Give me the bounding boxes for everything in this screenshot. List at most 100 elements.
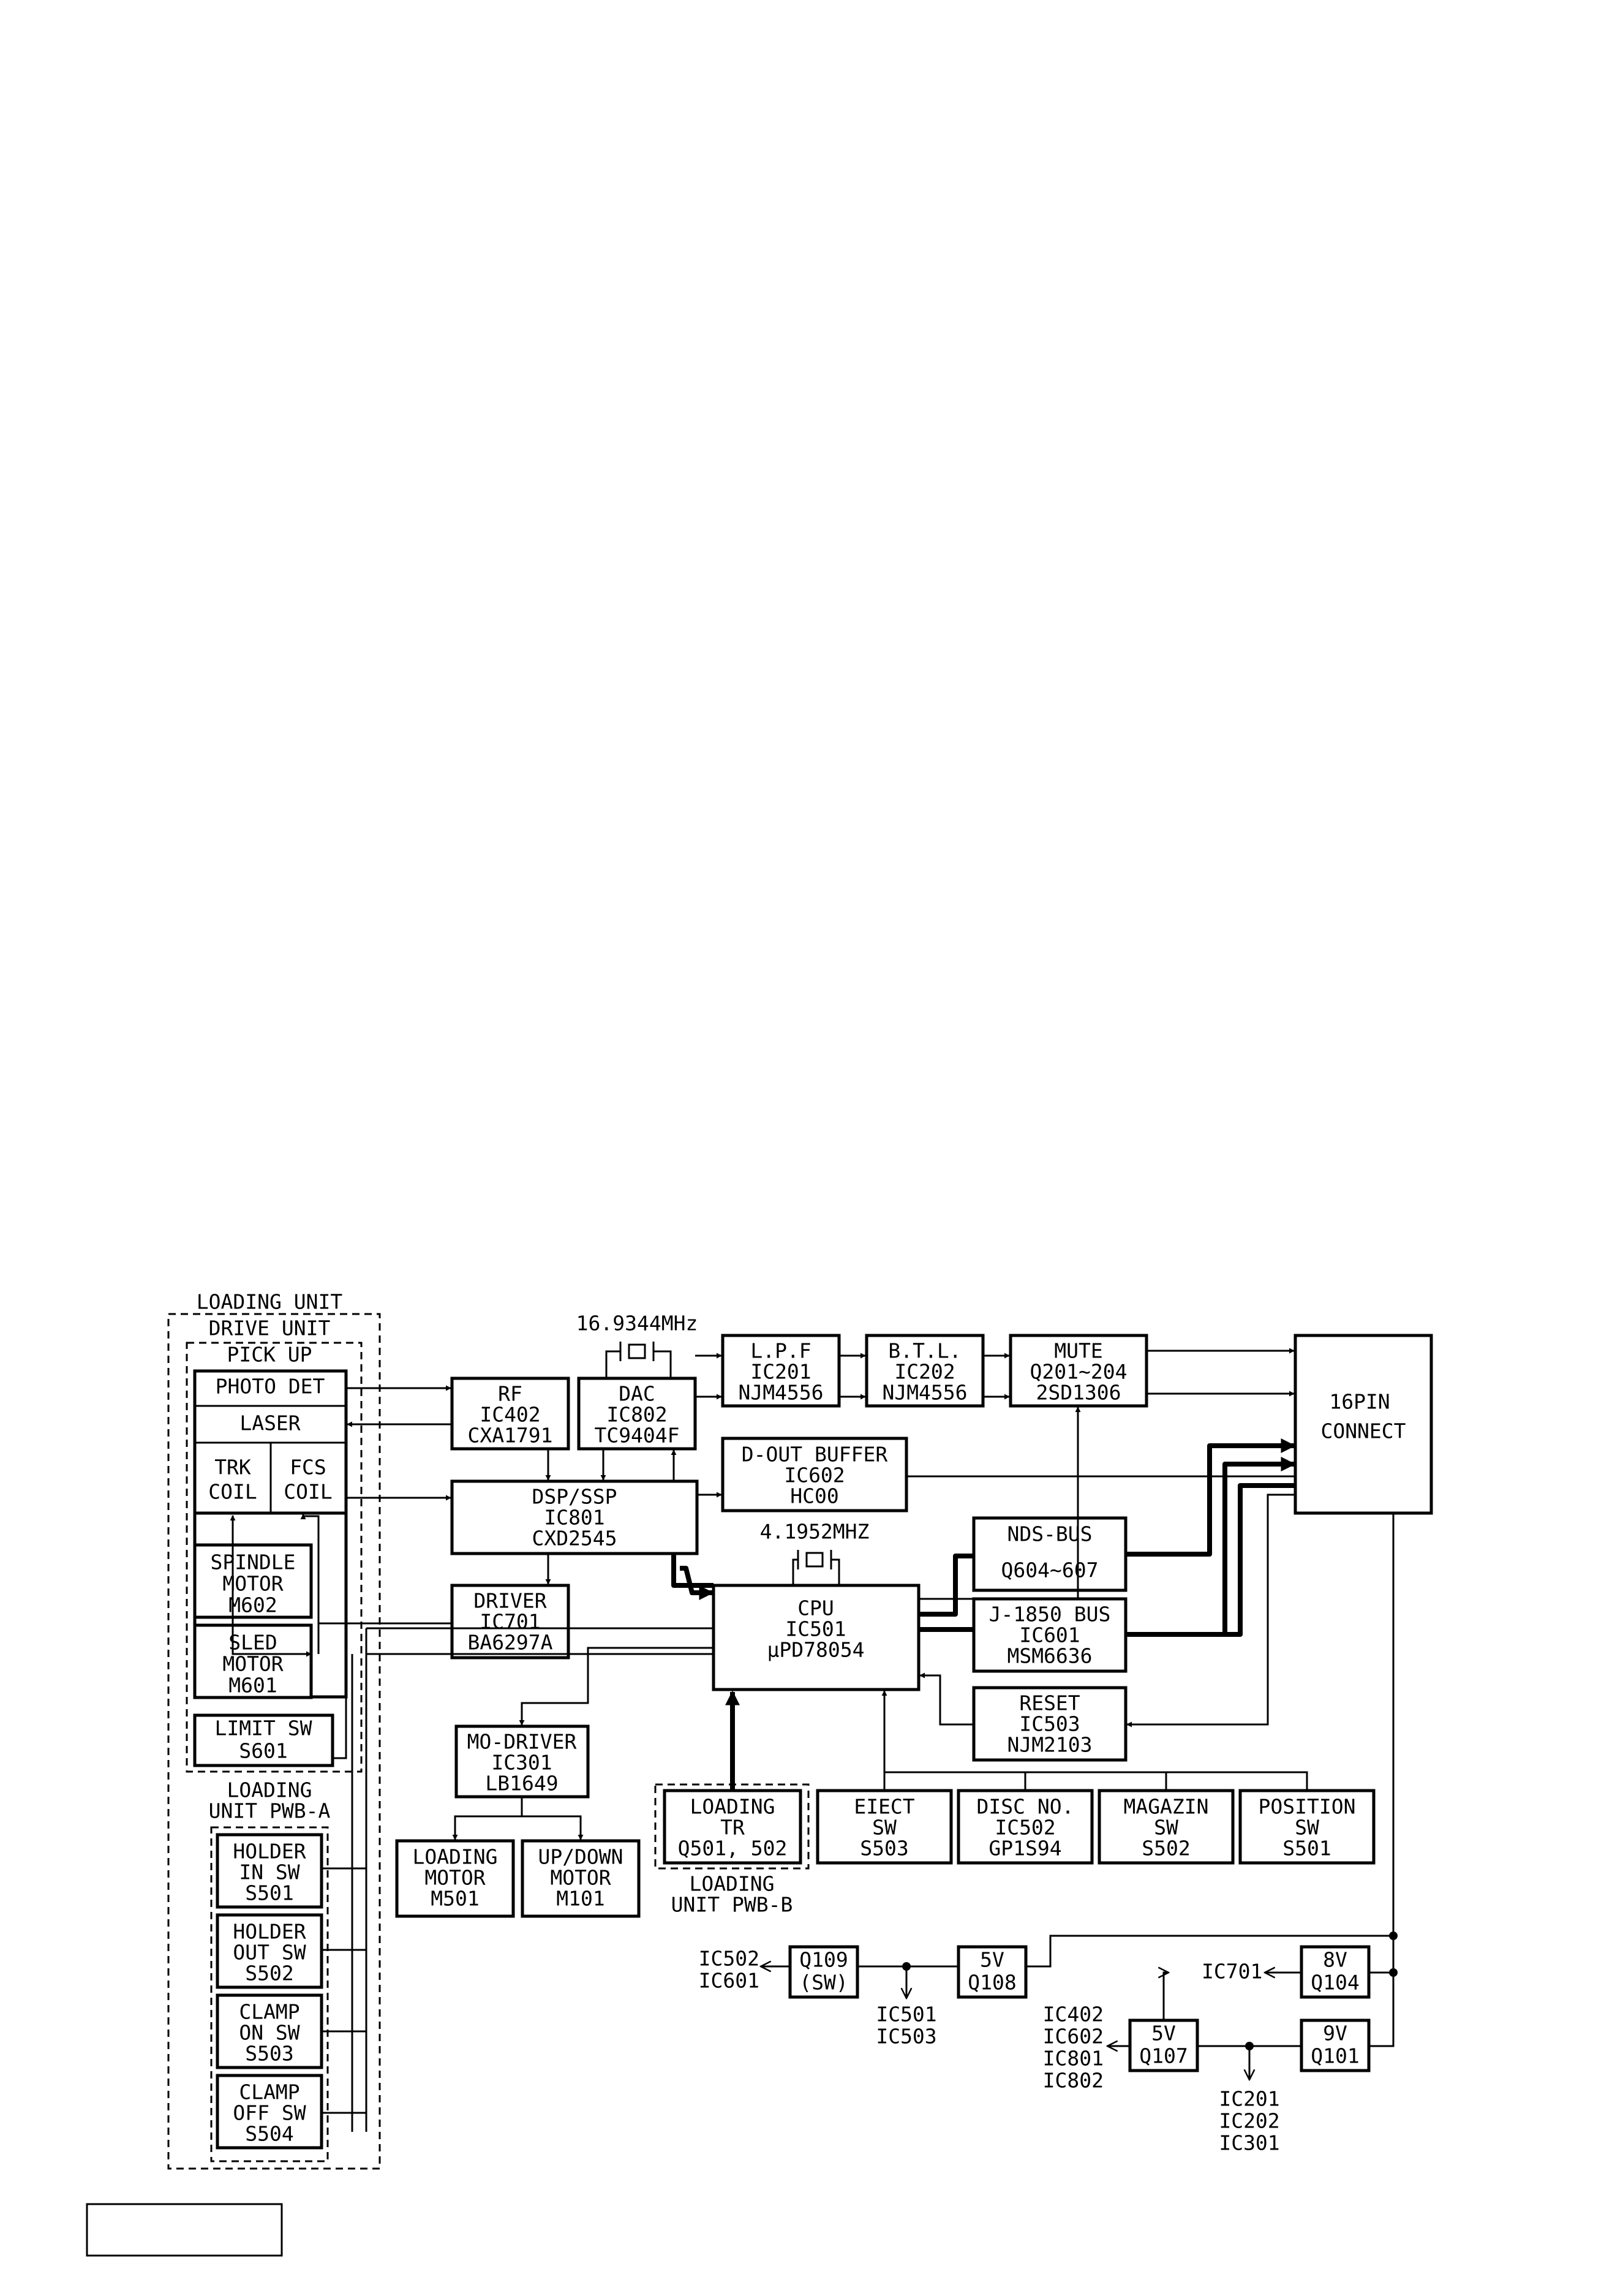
loading-motor-block: LOADING MOTOR M501 xyxy=(395,1839,515,1918)
disc-no-line3: GP1S94 xyxy=(988,1837,1061,1860)
q101-line2: Q101 xyxy=(1311,2044,1359,2068)
dsp-ssp-line2: IC801 xyxy=(544,1506,604,1530)
cpu-crystal-icon xyxy=(792,1550,840,1585)
q104-block: 8V Q104 xyxy=(1300,1945,1371,1999)
j1850-bus-line2: IC601 xyxy=(1019,1623,1080,1647)
holder-in-sw-line2: IN SW xyxy=(239,1860,299,1884)
updown-motor-line1: UP/DOWN xyxy=(538,1845,623,1869)
rf-block: RF IC402 CXA1791 xyxy=(450,1376,570,1451)
empty-label-box xyxy=(86,2203,283,2257)
dac-clock-label: 16.9344MHz xyxy=(576,1312,698,1335)
q107-out-label-1: IC402 xyxy=(1043,2003,1104,2026)
loading-unit-pwb-a-label-2: UNIT PWB-A xyxy=(209,1799,331,1823)
disc-no-line2: IC502 xyxy=(995,1816,1055,1840)
rf-line1: RF xyxy=(498,1382,522,1406)
laser-text: LASER xyxy=(239,1411,300,1435)
loading-unit-pwb-b-label-1: LOADING xyxy=(689,1872,774,1896)
clamp-on-sw-line3: S503 xyxy=(245,2042,293,2066)
q109-block: Q109 (SW) xyxy=(788,1945,859,1999)
loading-tr-line2: TR xyxy=(720,1816,745,1840)
trk-coil-line1: TRK xyxy=(214,1456,251,1479)
magazin-sw-line3: S502 xyxy=(1142,1837,1190,1860)
dac-line2: IC802 xyxy=(606,1403,667,1427)
mo-driver-line3: LB1649 xyxy=(485,1772,558,1796)
fcs-coil-line2: COIL xyxy=(284,1480,332,1504)
limit-sw-line2: S601 xyxy=(239,1739,287,1763)
magazin-sw-line1: MAGAZIN xyxy=(1123,1795,1208,1819)
disc-no-line1: DISC NO. xyxy=(977,1795,1074,1819)
photo-det-text: PHOTO DET xyxy=(216,1375,325,1399)
loading-unit-pwb-a-label-1: LOADING xyxy=(227,1778,312,1802)
clamp-off-sw-block: CLAMP OFF SW S504 xyxy=(216,2074,323,2150)
j1850-bus-line3: MSM6636 xyxy=(1007,1644,1092,1668)
updown-motor-block: UP/DOWN MOTOR M101 xyxy=(521,1839,641,1918)
d-out-buffer-line3: HC00 xyxy=(790,1484,838,1508)
connector-block: 16PIN CONNECT xyxy=(1294,1334,1433,1515)
q101-tap-label-3: IC301 xyxy=(1219,2131,1279,2155)
lpf-line2: IC201 xyxy=(750,1360,811,1384)
cpu-clock-label: 4.1952MHZ xyxy=(760,1520,870,1544)
clamp-on-sw-block: CLAMP ON SW S503 xyxy=(216,1993,323,2069)
d-out-buffer-line2: IC602 xyxy=(784,1463,845,1487)
mo-driver-line2: IC301 xyxy=(491,1751,552,1775)
loading-unit-label: LOADING UNIT xyxy=(197,1290,343,1314)
connector-line2: CONNECT xyxy=(1320,1419,1406,1443)
loading-tr-block: LOADING TR Q501, 502 xyxy=(663,1789,802,1865)
holder-out-sw-line2: OUT SW xyxy=(233,1941,306,1965)
q107-out-label-3: IC801 xyxy=(1043,2047,1104,2071)
loading-unit-pwb-a-frame xyxy=(210,1826,329,2162)
loading-motor-line3: M501 xyxy=(431,1887,479,1911)
limit-sw-line1: LIMIT SW xyxy=(215,1716,312,1740)
clamp-on-sw-line1: CLAMP xyxy=(239,2000,299,2024)
q101-tap-label-1: IC201 xyxy=(1219,2087,1279,2111)
drive-unit-frame xyxy=(186,1342,363,1773)
d-out-buffer-line1: D-OUT BUFFER xyxy=(742,1443,888,1467)
holder-in-sw-line3: S501 xyxy=(245,1881,293,1905)
magazin-sw-block: MAGAZIN SW S502 xyxy=(1098,1789,1235,1865)
bus-wires xyxy=(671,1438,1296,1789)
holder-in-sw-block: HOLDER IN SW S501 xyxy=(216,1833,323,1909)
mute-line2: Q201~204 xyxy=(1030,1360,1128,1384)
pick-up-detail: PHOTO DET LASER TRK COIL FCS COIL xyxy=(193,1369,348,1515)
sled-motor-line3: M601 xyxy=(228,1674,277,1697)
q108-tap-label-1: IC501 xyxy=(876,2003,936,2026)
loading-unit-pwb-b-label-2: UNIT PWB-B xyxy=(671,1893,793,1917)
spindle-motor-line1: SPINDLE xyxy=(210,1550,295,1574)
updown-motor-line2: MOTOR xyxy=(550,1866,611,1890)
clamp-off-sw-line2: OFF SW xyxy=(233,2101,306,2125)
holder-out-sw-line3: S502 xyxy=(245,1962,293,1985)
q104-line2: Q104 xyxy=(1311,1971,1359,1995)
reset-line1: RESET xyxy=(1019,1691,1080,1715)
q108-line1: 5V xyxy=(980,1948,1004,1972)
updown-motor-line3: M101 xyxy=(556,1887,604,1911)
eject-sw-line1: EIECT xyxy=(854,1795,914,1819)
sled-motor-block: SLED MOTOR M601 xyxy=(193,1623,313,1699)
dac-line3: TC9404F xyxy=(594,1424,679,1448)
sled-motor-line1: SLED xyxy=(228,1631,277,1655)
holder-out-sw-line1: HOLDER xyxy=(233,1920,306,1944)
cpu-line2: IC501 xyxy=(785,1617,846,1641)
loading-motor-line1: LOADING xyxy=(412,1845,497,1869)
j1850-bus-block: J-1850 BUS IC601 MSM6636 xyxy=(972,1597,1128,1673)
mo-driver-line1: MO-DRIVER xyxy=(467,1730,577,1754)
spindle-motor-block: SPINDLE MOTOR M602 xyxy=(193,1543,313,1619)
q107-block: 5V Q107 xyxy=(1128,2018,1199,2072)
mute-line3: 2SD1306 xyxy=(1036,1381,1121,1405)
mo-driver-block: MO-DRIVER IC301 LB1649 xyxy=(454,1724,590,1799)
driver-line2: IC701 xyxy=(480,1610,540,1634)
q109-line1: Q109 xyxy=(799,1948,848,1972)
clamp-off-sw-line3: S504 xyxy=(245,2122,293,2146)
dsp-ssp-line1: DSP/SSP xyxy=(532,1485,617,1509)
driver-line1: DRIVER xyxy=(473,1589,546,1613)
clamp-on-sw-line2: ON SW xyxy=(239,2021,299,2045)
disc-no-block: DISC NO. IC502 GP1S94 xyxy=(957,1789,1094,1865)
spindle-motor-line2: MOTOR xyxy=(222,1572,283,1596)
rf-line3: CXA1791 xyxy=(467,1424,552,1448)
reset-line2: IC503 xyxy=(1019,1712,1080,1736)
reset-line3: NJM2103 xyxy=(1007,1733,1092,1757)
loading-tr-line1: LOADING xyxy=(690,1795,775,1819)
mute-line1: MUTE xyxy=(1054,1339,1102,1363)
q101-block: 9V Q101 xyxy=(1300,2018,1371,2072)
driver-block: DRIVER IC701 BA6297A xyxy=(450,1584,570,1660)
